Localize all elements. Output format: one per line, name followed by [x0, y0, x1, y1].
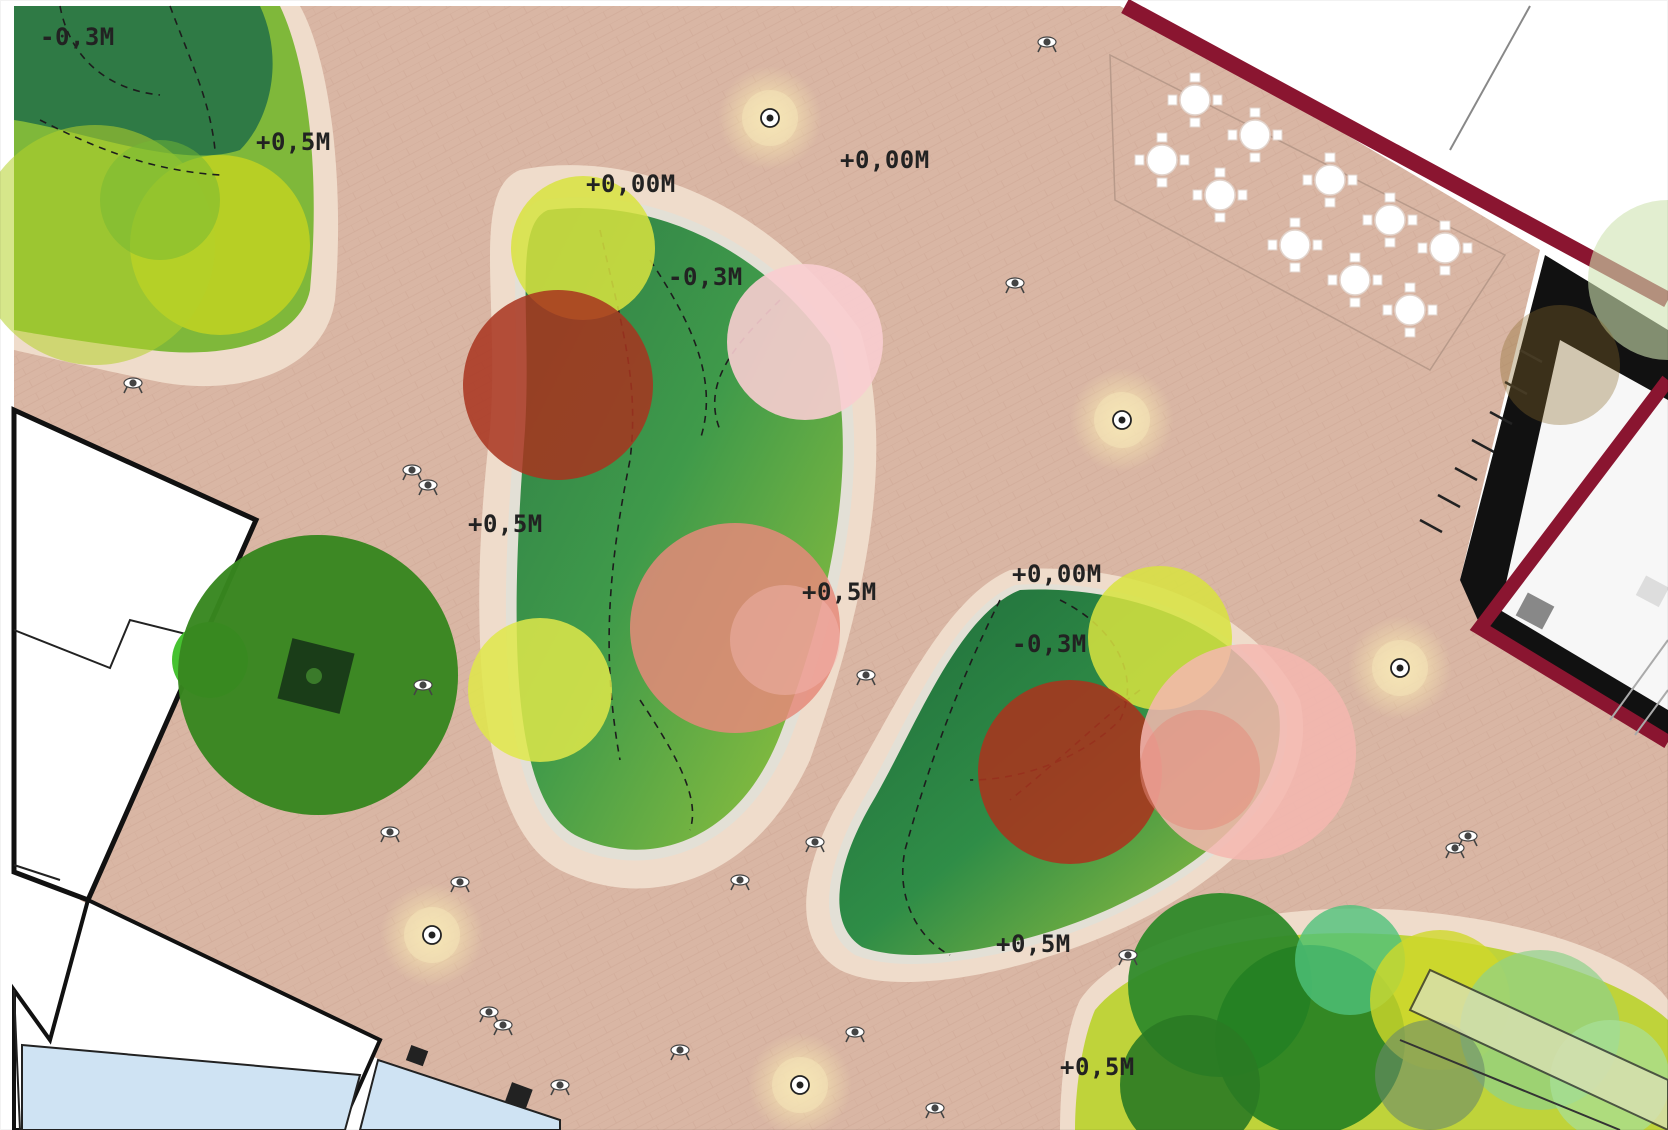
cafe-seating-area [1109, 53, 1507, 371]
water-feature [21, 1043, 561, 1130]
level-label: -0,3M [40, 23, 115, 51]
tree-canopy-large [172, 535, 458, 815]
level-labels: -0,3M +0,5M +0,00M +0,00M -0,3M +0,5M +0… [40, 23, 1135, 1081]
building-right [1120, 0, 1668, 748]
light-fixture-icon [379, 882, 485, 988]
level-label: +0,5M [996, 930, 1071, 958]
level-label: +0,5M [802, 578, 877, 606]
planting-bed-top-left [0, 5, 339, 387]
level-label: -0,3M [668, 263, 743, 291]
light-fixture-icon [1347, 615, 1453, 721]
level-label: +0,5M [468, 510, 543, 538]
tree-canopy-edge [1500, 305, 1620, 425]
level-label: +0,00M [586, 170, 676, 198]
planting-bed-bottom-right [1060, 893, 1668, 1130]
tree-canopy-edge [1588, 200, 1668, 360]
light-fixture-icon [717, 65, 823, 171]
level-label: +0,00M [1012, 560, 1102, 588]
planting-bed-right [806, 566, 1356, 982]
entrance-steps [1419, 348, 1543, 534]
light-fixture-icon [1069, 367, 1175, 473]
planting-bed-center [463, 165, 883, 889]
level-label: +0,00M [840, 146, 930, 174]
level-label: -0,3M [1012, 630, 1087, 658]
level-label: +0,5M [1060, 1053, 1135, 1081]
level-label: +0,5M [256, 128, 331, 156]
